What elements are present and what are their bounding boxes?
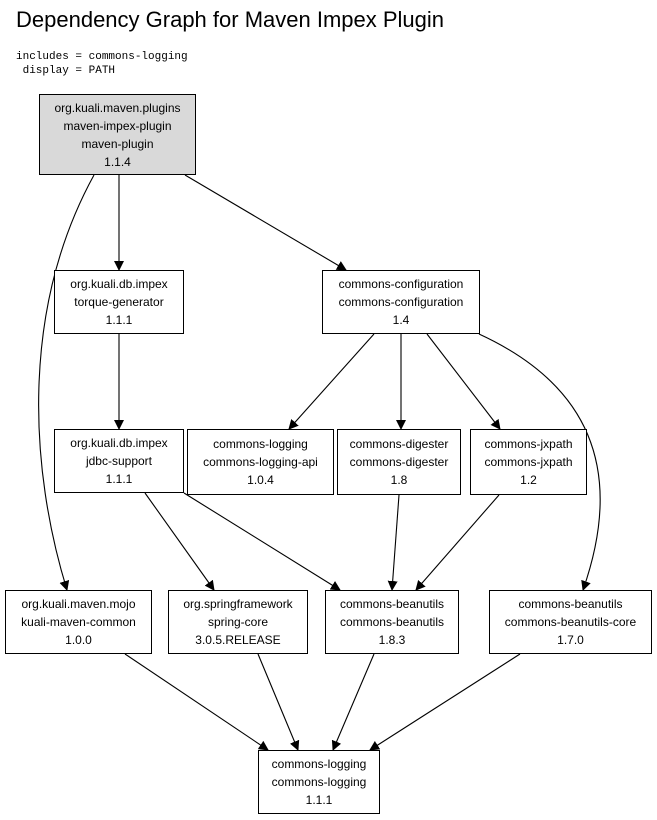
node-kuali-maven-common: org.kuali.maven.mojo kuali-maven-common … <box>5 590 152 654</box>
node-group: commons-jxpath <box>484 437 573 451</box>
node-group: org.kuali.maven.mojo <box>21 597 136 611</box>
node-artifact: commons-jxpath <box>484 455 573 469</box>
node-torque-generator: org.kuali.db.impex torque-generator 1.1.… <box>54 270 184 334</box>
edge-n0-n7 <box>38 174 95 591</box>
node-group: org.kuali.maven.plugins <box>54 100 181 115</box>
edge-n2-n4 <box>288 333 375 430</box>
node-version: 1.4 <box>392 313 410 327</box>
node-commons-jxpath: commons-jxpath commons-jxpath 1.2 <box>470 429 587 495</box>
edge-n0-n2 <box>184 174 347 271</box>
edge-n6-n9 <box>415 494 500 591</box>
node-group: commons-logging <box>271 757 367 771</box>
node-commons-beanutils: commons-beanutils commons-beanutils 1.8.… <box>325 590 459 654</box>
node-version: 1.8.3 <box>378 633 406 647</box>
node-group: org.springframework <box>183 597 293 611</box>
param-includes: includes = commons-logging <box>16 51 188 63</box>
edge-n2-n10 <box>478 333 601 591</box>
graph-parameters: includes = commons-logging display = PAT… <box>16 50 188 78</box>
edge-n2-n6 <box>426 333 501 430</box>
node-type: maven-plugin <box>81 136 154 151</box>
node-artifact: kuali-maven-common <box>21 615 136 629</box>
edge-n7-n11 <box>124 653 269 751</box>
node-artifact: commons-beanutils-core <box>504 615 637 629</box>
node-version: 1.2 <box>520 473 537 487</box>
node-group: commons-digester <box>349 437 449 451</box>
edge-n10-n11 <box>369 653 521 751</box>
param-display: display = PATH <box>16 65 116 77</box>
page-title: Dependency Graph for Maven Impex Plugin <box>16 7 445 32</box>
edge-n3-n9 <box>183 492 341 591</box>
node-commons-beanutils-core: commons-beanutils commons-beanutils-core… <box>489 590 652 654</box>
node-group: org.kuali.db.impex <box>70 277 168 291</box>
node-group: org.kuali.db.impex <box>70 436 168 450</box>
node-jdbc-support: org.kuali.db.impex jdbc-support 1.1.1 <box>54 429 184 493</box>
node-commons-digester: commons-digester commons-digester 1.8 <box>337 429 461 495</box>
edge-n5-n9 <box>387 494 400 591</box>
node-artifact: spring-core <box>207 615 269 629</box>
node-version: 1.0.4 <box>247 473 274 487</box>
node-group: commons-beanutils <box>518 597 623 611</box>
node-artifact: commons-beanutils <box>339 615 445 629</box>
node-artifact: jdbc-support <box>85 454 153 468</box>
node-version: 1.1.1 <box>305 793 333 807</box>
edge-n3-n8 <box>144 492 215 591</box>
node-version: 1.1.1 <box>105 313 133 327</box>
node-artifact: commons-configuration <box>338 295 464 309</box>
edge-n9-n11 <box>331 653 375 751</box>
node-commons-logging-api: commons-logging commons-logging-api 1.0.… <box>187 429 334 495</box>
node-maven-impex-plugin: org.kuali.maven.plugins maven-impex-plug… <box>39 94 196 175</box>
node-spring-core: org.springframework spring-core 3.0.5.RE… <box>168 590 308 654</box>
edge-n8-n11 <box>257 653 300 751</box>
node-artifact: maven-impex-plugin <box>63 118 172 133</box>
node-group: commons-logging <box>213 437 308 451</box>
node-artifact: torque-generator <box>74 295 164 309</box>
node-commons-logging: commons-logging commons-logging 1.1.1 <box>258 750 380 814</box>
node-artifact: commons-digester <box>349 455 449 469</box>
node-version: 1.1.1 <box>105 472 133 486</box>
node-artifact: commons-logging <box>271 775 367 789</box>
node-version: 1.1.4 <box>104 154 131 169</box>
node-version: 1.0.0 <box>65 633 92 647</box>
node-artifact: commons-logging-api <box>203 455 318 469</box>
node-group: commons-configuration <box>338 277 464 291</box>
node-version: 1.8 <box>390 473 408 487</box>
node-commons-configuration: commons-configuration commons-configurat… <box>322 270 480 334</box>
node-version: 3.0.5.RELEASE <box>195 633 281 647</box>
node-group: commons-beanutils <box>339 597 445 611</box>
node-version: 1.7.0 <box>557 633 584 647</box>
